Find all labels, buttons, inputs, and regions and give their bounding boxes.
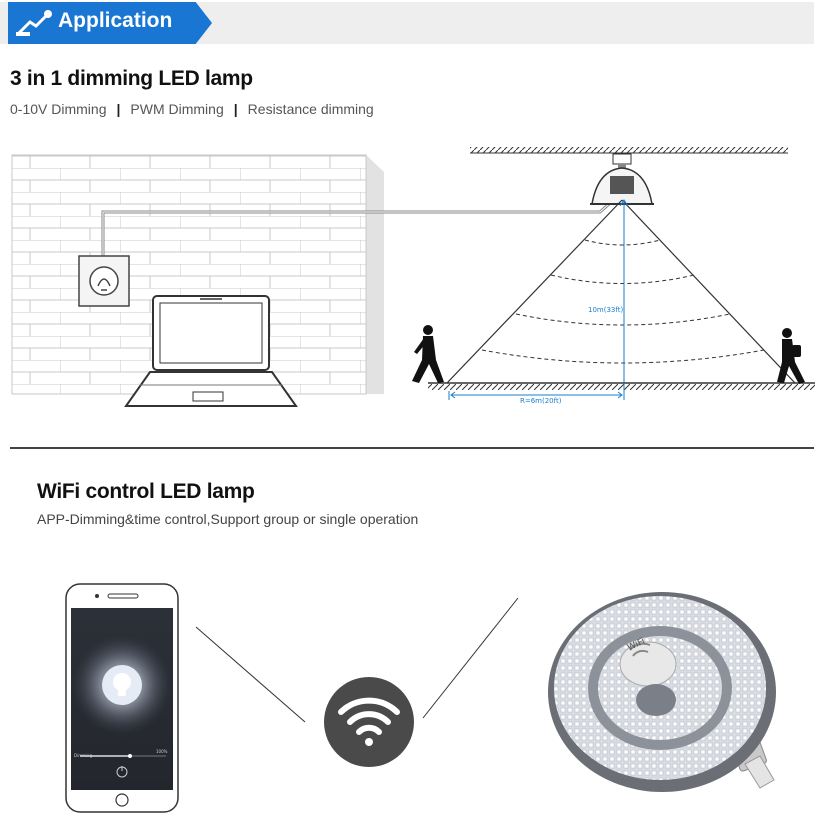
wifi-led-lamp-icon: WiFi: [548, 592, 776, 792]
dimming-mode-pwm: PWM Dimming: [130, 101, 224, 117]
application-icon: [16, 10, 52, 36]
wifi-icon: [324, 677, 414, 767]
connection-line-right: [422, 597, 519, 719]
person-right-icon: [777, 328, 805, 384]
phone-dimming-label: Dimming: [74, 753, 93, 758]
radius-label: R=6m(20ft): [520, 397, 562, 405]
header-title: Application: [58, 9, 173, 32]
bulb-icon: [113, 673, 131, 696]
wifi-section-title: WiFi control LED lamp: [37, 480, 255, 503]
floor: [428, 382, 815, 390]
high-bay-lamp-icon: [590, 153, 654, 205]
person-left-icon: [412, 325, 444, 383]
height-label: 10m(33ft): [588, 306, 623, 314]
ceiling: [470, 147, 788, 154]
phone-percent-label: 100%: [156, 749, 168, 754]
power-icon: [116, 766, 128, 778]
laptop-icon: [124, 295, 298, 407]
dimming-modes: 0-10V Dimming|PWM Dimming|Resistance dim…: [10, 101, 374, 117]
dimming-section-title: 3 in 1 dimming LED lamp: [10, 67, 253, 90]
dimming-mode-0-10v: 0-10V Dimming: [10, 101, 107, 117]
smartphone-icon: Dimming 100%: [65, 583, 179, 813]
section-divider: [10, 447, 814, 449]
radius-dimension: R=6m(20ft): [448, 383, 625, 405]
dimmer-switch-icon: [78, 255, 130, 307]
connection-line-left: [195, 626, 306, 723]
header-tab: [8, 2, 212, 44]
dimming-mode-resistance: Resistance dimming: [247, 101, 374, 117]
wifi-section-subtitle: APP-Dimming&time control,Support group o…: [37, 511, 419, 527]
light-cone: 10m(33ft): [446, 199, 796, 384]
